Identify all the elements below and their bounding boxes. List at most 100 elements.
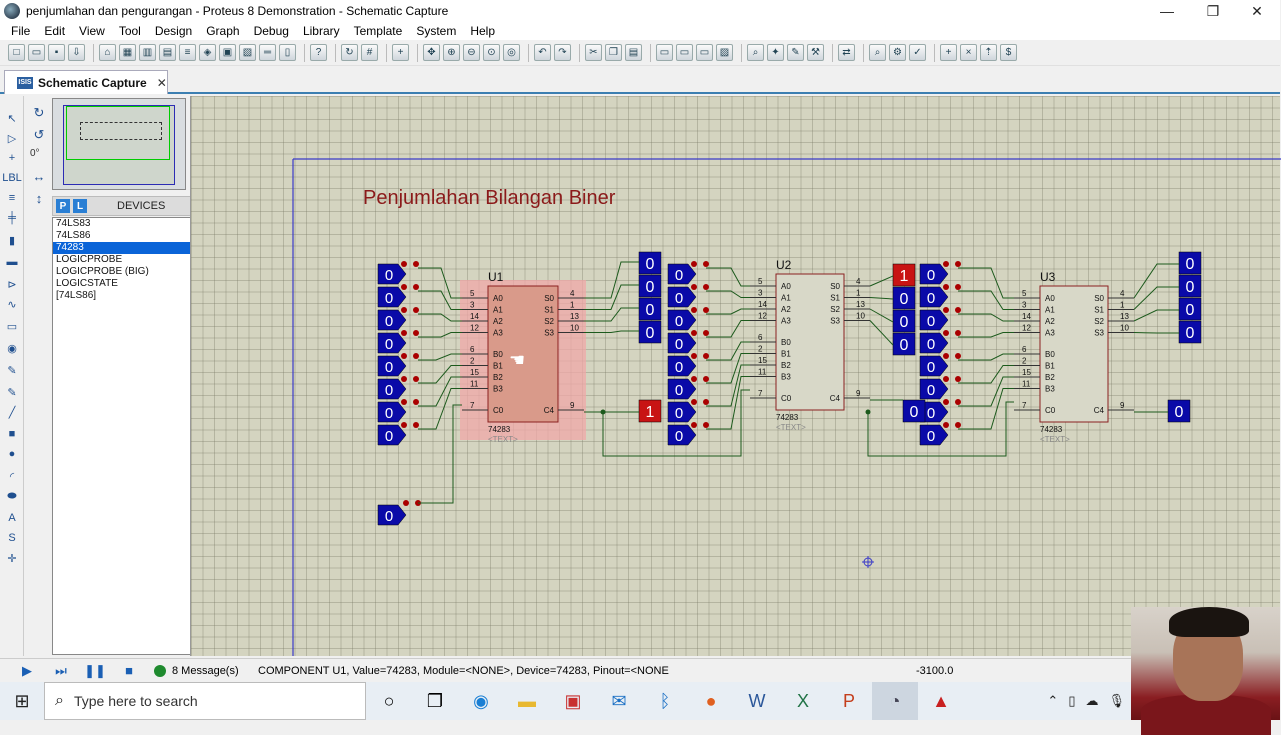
menu-system[interactable]: System (416, 24, 457, 38)
new-sheet-icon[interactable]: + (940, 44, 957, 61)
pdf-reader-icon[interactable]: ▲ (932, 690, 950, 711)
wire-autorouter-icon[interactable]: ⇄ (838, 44, 855, 61)
play-icon[interactable]: ▶ (22, 662, 32, 678)
message-indicator[interactable]: 8 Message(s) (154, 664, 239, 677)
search-tag-icon[interactable]: ⌕ (869, 44, 886, 61)
minimize-button[interactable]: — (1160, 3, 1174, 19)
current-probe-icon[interactable]: ✎ (7, 386, 17, 399)
tab-schematic-capture[interactable]: ISIS Schematic Capture ✕ (4, 70, 168, 94)
menu-edit[interactable]: Edit (44, 24, 66, 38)
refresh-icon[interactable]: ↻ (341, 44, 358, 61)
gerber-icon[interactable]: ▣ (219, 44, 236, 61)
mail-icon[interactable]: ✉ (611, 690, 627, 711)
block-copy-icon[interactable]: ▭ (656, 44, 673, 61)
overview-window[interactable] (52, 98, 186, 190)
text-script-icon[interactable]: ≡ (8, 192, 16, 204)
mirror-vertical-icon[interactable]: ↕ (35, 190, 43, 206)
library-manager-button[interactable]: L (73, 199, 87, 213)
menu-graph[interactable]: Graph (206, 24, 240, 38)
terminals-icon[interactable]: ▬ (6, 256, 18, 268)
selection-mode-icon[interactable]: ↖ (7, 112, 17, 125)
rotate-clockwise-icon[interactable]: ↻ (33, 105, 45, 120)
windows-start-icon[interactable]: ⊞ (14, 690, 30, 711)
block-rotate-icon[interactable]: ▭ (696, 44, 713, 61)
onedrive-icon[interactable]: ☁ (1085, 693, 1099, 708)
word-icon[interactable]: W (748, 690, 766, 711)
save-icon[interactable]: ▪ (48, 44, 65, 61)
new-file-icon[interactable]: □ (8, 44, 25, 61)
menu-design[interactable]: Design (154, 24, 193, 38)
2d-symbol-icon[interactable]: S (8, 532, 16, 544)
excel-icon[interactable]: X (796, 690, 809, 711)
pan-icon[interactable]: ✥ (423, 44, 440, 61)
2d-line-icon[interactable]: ╱ (8, 406, 16, 419)
device-item[interactable]: [74LS86] (56, 290, 97, 301)
mirror-horizontal-icon[interactable]: ↔ (32, 168, 46, 184)
2d-text-icon[interactable]: A (8, 512, 16, 524)
open-file-icon[interactable]: ▭ (28, 44, 45, 61)
device-item[interactable]: 74LS86 (56, 230, 91, 241)
overview-viewport[interactable] (66, 106, 170, 160)
step-icon[interactable]: ⏭ (55, 662, 67, 678)
copy-icon[interactable]: ❐ (605, 44, 622, 61)
menu-debug[interactable]: Debug (253, 24, 289, 38)
bluetooth-icon[interactable]: ᛒ (659, 690, 671, 711)
bus-icon[interactable]: ╪ (8, 212, 16, 224)
rotation-angle[interactable]: 0° (30, 148, 40, 159)
help-icon[interactable]: ? (310, 44, 327, 61)
report-icon[interactable]: ▯ (279, 44, 296, 61)
bill-of-materials-icon[interactable]: $ (1000, 44, 1017, 61)
home-icon[interactable]: ⌂ (99, 44, 116, 61)
store-icon[interactable]: ▣ (564, 690, 582, 711)
menu-view[interactable]: View (79, 24, 105, 38)
firefox-icon[interactable]: ● (705, 690, 717, 711)
3d-view-icon[interactable]: ◈ (199, 44, 216, 61)
schematic-icon[interactable]: ▦ (119, 44, 136, 61)
menu-help[interactable]: Help (470, 24, 496, 38)
cut-icon[interactable]: ✂ (585, 44, 602, 61)
netlist-icon[interactable]: ═ (259, 44, 276, 61)
packaging-tool-icon[interactable]: ✎ (787, 44, 804, 61)
close-window-button[interactable]: ✕ (1251, 2, 1263, 19)
exit-to-parent-icon[interactable]: ⇡ (980, 44, 997, 61)
undo-icon[interactable]: ↶ (534, 44, 551, 61)
task-view-icon[interactable]: ❐ (426, 690, 444, 711)
graph-mode-icon[interactable]: ∿ (7, 298, 17, 311)
menu-tool[interactable]: Tool (118, 24, 141, 38)
property-assignment-icon[interactable]: ⚙ (889, 44, 906, 61)
import-icon[interactable]: ⇩ (68, 44, 85, 61)
stop-icon[interactable]: ■ (125, 663, 133, 678)
menu-file[interactable]: File (11, 24, 31, 38)
tray-device-icon[interactable]: ▯ (1068, 693, 1076, 708)
file-explorer-icon[interactable]: ▬ (518, 690, 536, 711)
paste-icon[interactable]: ▤ (625, 44, 642, 61)
grid-icon[interactable]: # (361, 44, 378, 61)
restore-button[interactable]: ❐ (1206, 2, 1220, 19)
device-item[interactable]: LOGICPROBE (56, 254, 123, 265)
2d-marker-icon[interactable]: ✛ (7, 552, 17, 565)
pause-icon[interactable]: ❚❚ (84, 662, 106, 678)
pick-devices-button[interactable]: P (56, 199, 70, 213)
edge-icon[interactable]: ◉ (473, 690, 489, 711)
pcb-icon[interactable]: ▥ (139, 44, 156, 61)
2d-circle-icon[interactable]: ● (8, 448, 16, 460)
menu-library[interactable]: Library (302, 24, 340, 38)
zoom-all-icon[interactable]: ⊙ (483, 44, 500, 61)
device-item[interactable]: LOGICPROBE (BIG) (56, 266, 149, 277)
generator-icon[interactable]: ◉ (7, 342, 17, 355)
close-tab-icon[interactable]: ✕ (156, 75, 167, 90)
menu-template[interactable]: Template (353, 24, 403, 38)
pick-device-icon[interactable]: ⌕ (747, 44, 764, 61)
rotate-anticlockwise-icon[interactable]: ↺ (33, 127, 45, 142)
2d-path-icon[interactable]: ⬬ (7, 489, 17, 502)
2d-arc-icon[interactable]: ◜ (9, 470, 15, 483)
bom-icon[interactable]: ≡ (179, 44, 196, 61)
wire-label-icon[interactable]: LBL (2, 172, 22, 184)
zoom-in-icon[interactable]: ⊕ (443, 44, 460, 61)
electrical-rule-icon[interactable]: ✓ (909, 44, 926, 61)
remove-sheet-icon[interactable]: × (960, 44, 977, 61)
voltage-probe-icon[interactable]: ✎ (7, 364, 17, 377)
tape-recorder-icon[interactable]: ▭ (6, 320, 18, 333)
cortana-icon[interactable]: ○ (383, 690, 395, 711)
junction-dot-icon[interactable]: + (8, 152, 16, 164)
